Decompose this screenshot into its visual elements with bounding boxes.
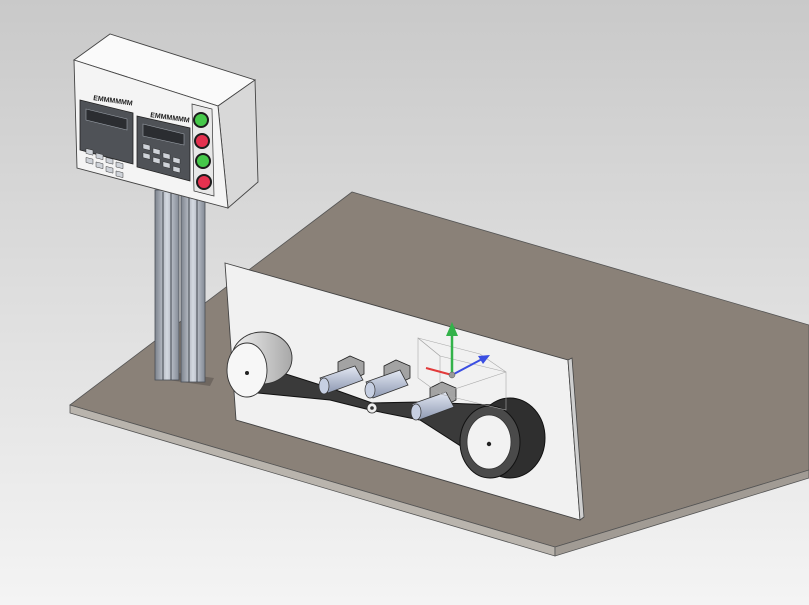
triad-z-axis	[451, 357, 485, 376]
control-box[interactable]: EMMMMMM EMMMMMM	[73, 33, 259, 209]
tension-lever[interactable]	[366, 402, 378, 414]
mounting-panel-edge	[567, 357, 585, 521]
roller-2[interactable]	[364, 359, 411, 399]
display-unit-right[interactable]: EMMMMMM	[136, 112, 191, 182]
roller-3[interactable]	[410, 381, 457, 421]
green-button-2[interactable]	[195, 153, 211, 169]
display-left-screen	[85, 108, 128, 131]
red-button-1[interactable]	[194, 133, 210, 149]
control-column[interactable]	[154, 189, 214, 386]
column-left-profile	[154, 189, 180, 381]
coordinate-triad-icon[interactable]	[417, 322, 507, 411]
push-button-panel[interactable]	[191, 103, 215, 197]
display-left-keypad[interactable]	[85, 148, 124, 178]
triad-x-axis	[425, 367, 453, 376]
idler-pulley[interactable]	[226, 331, 293, 398]
base-plate-right-edge	[554, 469, 809, 557]
column-right-profile	[180, 191, 206, 383]
red-button-2[interactable]	[196, 174, 212, 190]
display-right-keypad[interactable]	[142, 143, 181, 174]
roller-1[interactable]	[318, 355, 365, 395]
display-unit-left[interactable]: EMMMMMM	[79, 95, 134, 178]
display-right-screen	[142, 123, 185, 146]
green-button-1[interactable]	[193, 112, 209, 128]
drive-pulley[interactable]	[459, 397, 546, 479]
